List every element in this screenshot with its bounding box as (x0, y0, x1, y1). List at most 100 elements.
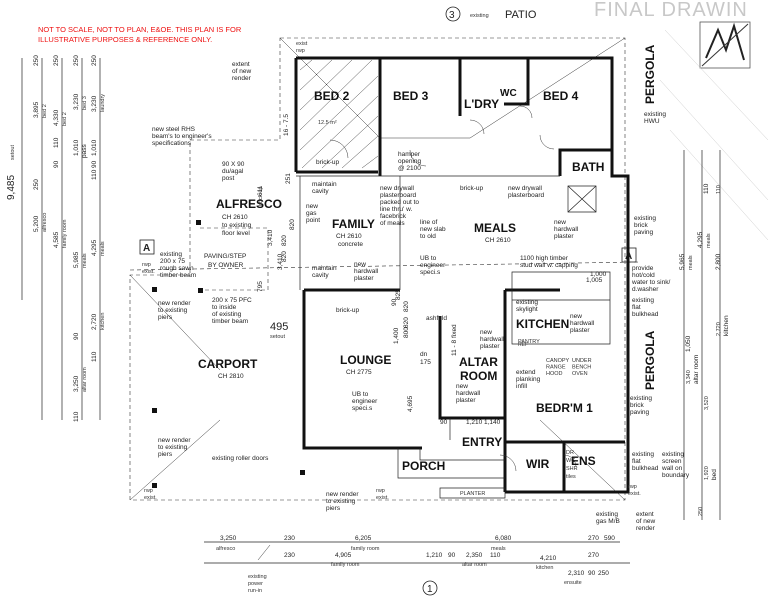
roof-hip-lines-lower (129, 274, 626, 501)
note-screen-wall-3: boundary (662, 472, 690, 479)
note-hardwall-kitchen-2: plaster (570, 327, 590, 334)
carport-ch: CH 2810 (218, 373, 244, 380)
note-rough-sawn-0: existing (160, 251, 182, 258)
left-mid-2: 4,585 (53, 231, 60, 248)
bottom-row2-value-0: 230 (284, 552, 295, 559)
alfresco-ch: CH 2610 (222, 214, 248, 221)
right-dim-14: 110 (703, 183, 710, 194)
disclaimer-line-1: NOT TO SCALE, NOT TO PLAN, E&OE. THIS PL… (38, 25, 242, 34)
note-hardwall-kitchen-0: new (570, 313, 582, 320)
family-ch: CH 2610 (336, 233, 362, 240)
note-hot-cold-2: water to sink/ (631, 279, 670, 286)
note-pfc-1: to inside (212, 304, 237, 311)
note-render-piers-0: new render (158, 300, 191, 307)
note-canopy-1: RANGE (546, 365, 566, 371)
room-family: FAMILY (332, 217, 375, 231)
note-ub-engineer-1: engineer (352, 398, 378, 405)
inner-dim-19: 825 (395, 289, 402, 300)
inner-dim-7: 1,005 (586, 277, 603, 284)
note-maintain-cavity-1: cavity (312, 188, 329, 195)
note-power-0: existing (248, 574, 267, 580)
roof-hip-lines (279, 37, 626, 139)
note-rwp-1: exist. (628, 491, 641, 497)
note-flat-bulkhead-2: bulkhead (632, 311, 659, 318)
note-extent-render-b-2: render (636, 525, 656, 532)
note-ub-engineer-2: speci.s (352, 405, 373, 412)
bottom-row1-value-3: 6,080 (495, 535, 512, 542)
note-hot-cold-0: provide (632, 265, 654, 272)
note-maintain-cavity-1: cavity (312, 272, 329, 279)
room-bed-2: BED 2 (314, 89, 350, 103)
family-mat: concrete (338, 241, 363, 248)
left-dim-a-label: bed 2 (42, 104, 48, 118)
note-flat-bulkhead-2: bulkhead (632, 465, 659, 472)
note-fridge: REF (518, 342, 528, 348)
note-post-2: post (222, 175, 234, 182)
left-dim-d-label: laundry (100, 94, 106, 112)
left-small-dim-11: 250 (33, 179, 40, 190)
note-hardwall-kitchen-2: plaster (480, 343, 500, 350)
note-brick-paving-0: existing (634, 215, 656, 222)
right-dim-9: 2,720 (716, 322, 722, 336)
architect-logo (699, 21, 751, 69)
note-hardwall-kitchen-0: new (480, 329, 492, 336)
bottom-row2-value-2: 1,210 (426, 552, 443, 559)
note-timber-stud-0: 1100 high timber (520, 255, 569, 262)
note-flat-bulkhead-0: existing (632, 297, 654, 304)
note-brick-up-1: brick-up (316, 159, 340, 166)
left-mid-1: alfresco (42, 213, 48, 232)
right-dim-3: meals (706, 233, 712, 248)
note-ashfeld: ashfeld (426, 315, 447, 322)
right-dim-6: altar room (693, 355, 700, 384)
lounge-ch: CH 2775 (346, 369, 372, 376)
paving-step: PAVING/STEP (204, 253, 246, 260)
note-drywall-family-4: facebrick (380, 213, 407, 220)
note-maintain-cavity-0: maintain (312, 181, 337, 188)
note-exist-rwp-top-0: exist (296, 41, 308, 47)
note-hamper-1: opening (398, 158, 422, 165)
note-under-bench-1: BENCH (572, 365, 591, 371)
inner-dim-15: 820 (403, 301, 410, 312)
left-low-3: altar room (82, 367, 88, 392)
note-hardwall-meals-2: plaster (554, 233, 574, 240)
note-brick-up-2: brick-up (460, 185, 484, 192)
note-brick-paving-1: brick (630, 402, 644, 409)
note-extent-render-2: render (232, 75, 252, 82)
left-mid-3: family room (62, 219, 68, 248)
note-ens-fix-0: DR (566, 450, 574, 456)
note-ub-engineer-0: UB to (420, 255, 437, 262)
note-rwp-b-0: rwp (376, 488, 385, 494)
note-extend-planking-0: extend (516, 369, 536, 376)
right-dim-2: 4,295 (697, 231, 704, 248)
note-altar-plaster-2: plaster (456, 397, 476, 404)
left-low-2: 3,250 (73, 375, 80, 392)
note-new-gas-2: point (306, 217, 320, 224)
note-render-piers-b-0: new render (326, 491, 359, 498)
bottom-row2-value-10: 250 (598, 570, 609, 577)
room-bed-4: BED 4 (543, 89, 579, 103)
bottom-row2-value-3: 90 (448, 552, 456, 559)
note-extent-render-b-1: of new (636, 518, 655, 525)
house-walls (294, 56, 630, 494)
inner-dim-3: 820 (289, 219, 296, 230)
left-low-0: 2,720 (91, 313, 98, 330)
patio-label: PATIO (505, 9, 537, 21)
room-wc: WC (500, 88, 517, 99)
note-under-bench-2: OVEN (572, 371, 588, 377)
inner-dim-4: 3,410 (277, 253, 284, 270)
left-dim-d: 3,230 (91, 95, 98, 112)
note-hardwall-meals-0: new (554, 219, 566, 226)
note-screen-wall-0: existing (662, 451, 684, 458)
bottom-row1-value-1: 230 (284, 535, 295, 542)
room-wir: WIR (526, 457, 550, 471)
note-ens-fix-1: WC (566, 458, 575, 464)
note-fixed: 11 - 8 fixed (451, 324, 458, 356)
note-render-piers-b-1: to existing (158, 444, 188, 451)
right-dimension-strings (683, 150, 721, 520)
note-steel-beams-2: specifications (152, 140, 192, 147)
left-dim-b: 4,330 (53, 109, 60, 126)
note-hardwall-family-1: hardwall (354, 268, 379, 275)
